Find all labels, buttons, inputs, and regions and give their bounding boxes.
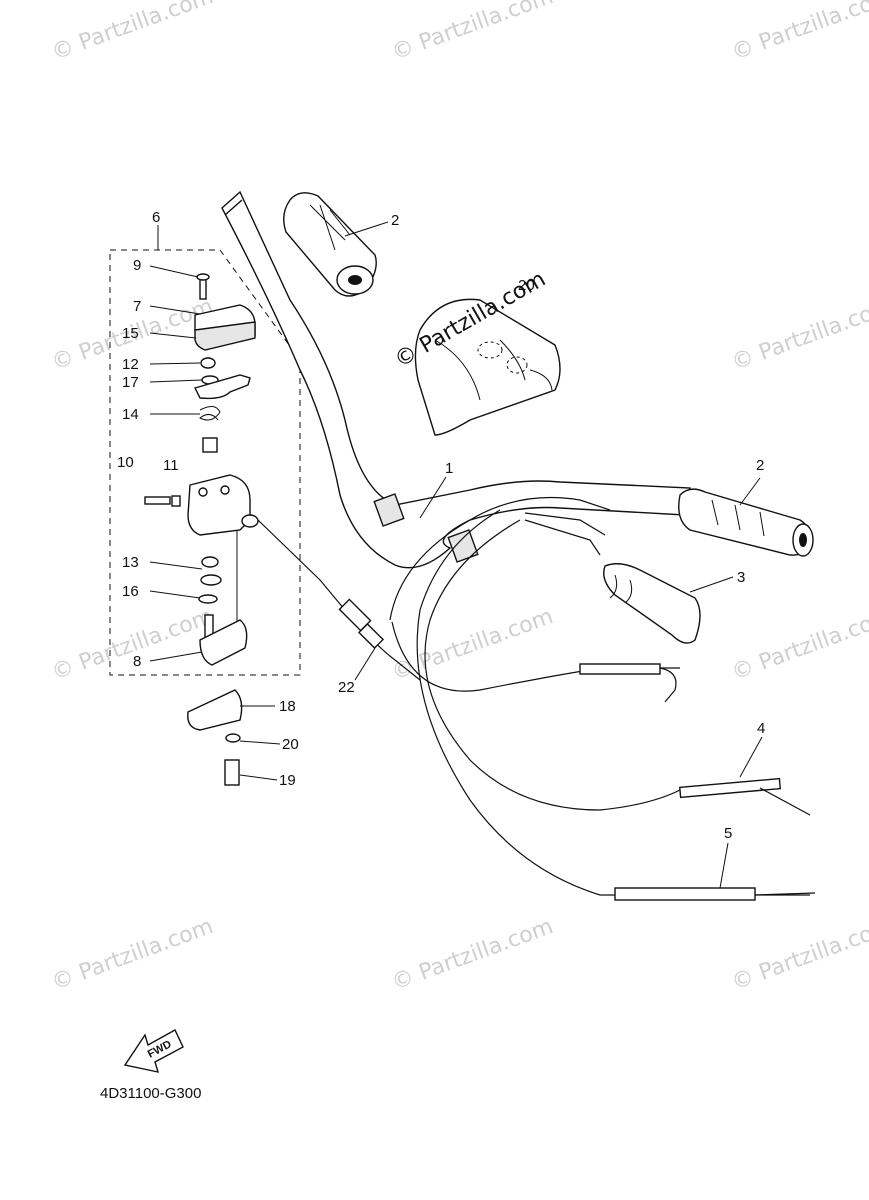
leader-17 bbox=[149, 379, 203, 383]
leader-9 bbox=[149, 265, 199, 278]
leader-15 bbox=[149, 332, 197, 339]
watermark: © Partzilla.com bbox=[389, 604, 557, 686]
callout-22: 22 bbox=[338, 679, 355, 696]
callout-8: 8 bbox=[133, 653, 141, 670]
callout-9: 9 bbox=[133, 257, 141, 274]
callout-2a: 2 bbox=[391, 212, 399, 229]
callout-14: 14 bbox=[122, 406, 139, 423]
watermark: © Partzilla.com bbox=[729, 0, 869, 66]
callout-4: 4 bbox=[757, 720, 765, 737]
leader-7 bbox=[149, 305, 201, 315]
callout-labels: 6 9 7 15 12 17 14 10 11 13 16 8 18 20 19… bbox=[117, 209, 765, 842]
callout-18: 18 bbox=[279, 698, 296, 715]
grip-left bbox=[283, 192, 377, 297]
leader-22 bbox=[354, 647, 376, 681]
watermark: © Partzilla.com bbox=[49, 0, 217, 66]
callout-15: 15 bbox=[122, 325, 139, 342]
watermark: © Partzilla.com bbox=[49, 604, 217, 686]
callout-20: 20 bbox=[282, 736, 299, 753]
leader-3 bbox=[689, 576, 734, 593]
leader-2a bbox=[344, 221, 389, 237]
callout-12: 12 bbox=[122, 356, 139, 373]
callout-6: 6 bbox=[152, 209, 160, 226]
leader-5 bbox=[719, 842, 729, 889]
fwd-arrow-icon: FWD bbox=[123, 1029, 184, 1073]
throttle-assembly bbox=[144, 273, 259, 786]
watermark: © Partzilla.com bbox=[729, 294, 869, 376]
cable-main bbox=[389, 496, 611, 621]
callout-17: 17 bbox=[122, 374, 139, 391]
leader-13 bbox=[149, 561, 203, 570]
watermark: © Partzilla.com bbox=[389, 914, 557, 996]
assembly-6-box bbox=[109, 249, 301, 676]
callout-2b: 2 bbox=[756, 457, 764, 474]
callout-13: 13 bbox=[122, 554, 139, 571]
watermark: © Partzilla.com bbox=[729, 604, 869, 686]
callout-7: 7 bbox=[133, 298, 141, 315]
leader-2b bbox=[739, 477, 761, 506]
leader-1 bbox=[419, 476, 447, 519]
callout-16: 16 bbox=[122, 583, 139, 600]
watermark: © Partzilla.com bbox=[49, 914, 217, 996]
callout-1: 1 bbox=[445, 460, 453, 477]
leader-16 bbox=[149, 590, 201, 599]
callout-11: 11 bbox=[163, 457, 179, 474]
callout-10: 10 bbox=[117, 454, 134, 471]
hand-guard bbox=[414, 298, 561, 436]
callout-21: 20 bbox=[518, 277, 535, 294]
handlebar bbox=[221, 190, 691, 569]
leader-19 bbox=[239, 774, 278, 781]
leader-20 bbox=[239, 740, 281, 745]
callout-19: 19 bbox=[279, 772, 296, 789]
leader-12 bbox=[149, 362, 201, 365]
watermark: © Partzilla.com bbox=[389, 0, 557, 66]
watermark: © Partzilla.com bbox=[729, 914, 869, 996]
grip-right bbox=[678, 488, 814, 557]
throttle-boot bbox=[603, 563, 701, 644]
callout-3: 3 bbox=[737, 569, 745, 586]
diagram-code: 4D31100-G300 bbox=[100, 1085, 201, 1102]
leader-4 bbox=[739, 736, 763, 778]
callout-5: 5 bbox=[724, 825, 732, 842]
leader-8 bbox=[149, 651, 203, 662]
